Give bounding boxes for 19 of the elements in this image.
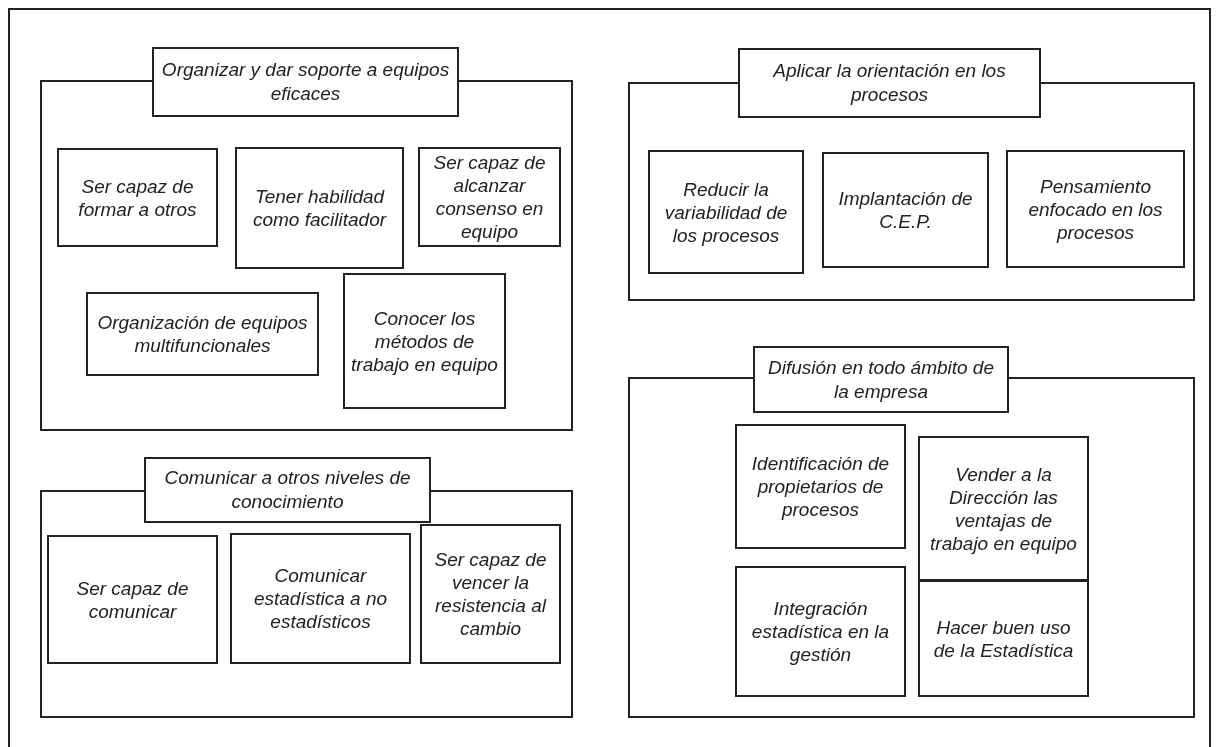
- panel-heading: Difusión en todo ámbito de la empresa: [753, 346, 1009, 413]
- skill-box: Pensamiento enfocado en los procesos: [1006, 150, 1185, 268]
- skill-box: Implantación de C.E.P.: [822, 152, 989, 268]
- skill-box: Identificación de propietarios de procesos: [735, 424, 906, 549]
- skill-box: Ser capaz de vencer la resistencia al cambio: [420, 524, 561, 664]
- skill-box: Organización de equipos multifuncionales: [86, 292, 319, 376]
- skill-box: Ser capaz de alcanzar consenso en equipo: [418, 147, 561, 247]
- panel-heading: Comunicar a otros niveles de conocimiento: [144, 457, 431, 523]
- skill-box: Conocer los métodos de trabajo en equipo: [343, 273, 506, 409]
- skill-box: Reducir la variabilidad de los procesos: [648, 150, 804, 274]
- skill-box: Vender a la Dirección las ventajas de trabajo en equipo: [918, 436, 1089, 581]
- panel-heading: Aplicar la orientación en los procesos: [738, 48, 1041, 118]
- skill-box: Tener habilidad como facilitador: [235, 147, 404, 269]
- skill-box: Hacer buen uso de la Estadística: [918, 580, 1089, 697]
- panel-heading: Organizar y dar soporte a equipos eficaces: [152, 47, 459, 117]
- skill-box: Comunicar estadística a no estadísticos: [230, 533, 411, 664]
- skill-box: Ser capaz de formar a otros: [57, 148, 218, 247]
- skill-box: Ser capaz de comunicar: [47, 535, 218, 664]
- skill-box: Integración estadística en la gestión: [735, 566, 906, 697]
